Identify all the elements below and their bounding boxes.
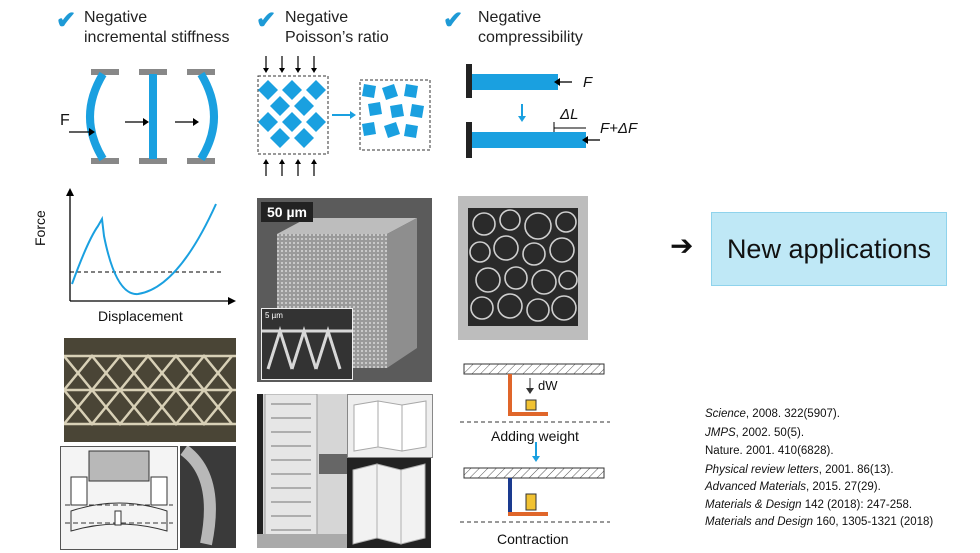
compressibility-diagram — [466, 64, 600, 158]
reference-item: JMPS, 2002. 50(5). — [705, 427, 805, 439]
printed-block-top — [347, 394, 433, 458]
arrow-right-icon: ➔ — [670, 230, 694, 261]
foam-micrograph — [458, 196, 588, 340]
force-bottom-label: F+ΔF — [600, 120, 638, 137]
reference-item: Physical review letters, 2001. 86(13). — [705, 464, 894, 476]
heading-stiffness: Negative incremental stiffness — [84, 8, 230, 48]
heading-line2: incremental stiffness — [84, 29, 230, 46]
lattice-photo — [64, 338, 236, 442]
checkmark-icon: ✔ — [443, 7, 464, 34]
displacement-axis-label: Displacement — [98, 308, 183, 324]
checkmark-icon: ✔ — [56, 7, 77, 34]
reference-item: Nature. 2001. 410(6828). — [705, 445, 834, 457]
heading-line2: compressibility — [478, 29, 583, 46]
buckling-beams-diagram — [69, 69, 218, 164]
contraction-caption: Contraction — [497, 531, 569, 547]
delta-l-label: ΔL — [560, 106, 579, 123]
new-applications-box: New applications — [711, 212, 947, 286]
reference-item: Advanced Materials, 2015. 27(29). — [705, 481, 881, 493]
scale-bar-main-label: 50 µm — [267, 204, 307, 220]
heading-line1: Negative — [478, 9, 542, 26]
reference-item: Science, 2008. 322(5907). — [705, 408, 840, 420]
heading-poisson: Negative Poisson’s ratio — [285, 8, 389, 48]
scale-bar-inset-label: 5 µm — [265, 311, 283, 320]
force-label: F — [60, 112, 70, 129]
heading-compressibility: Negative compressibility — [478, 8, 583, 48]
checkmark-icon: ✔ — [256, 7, 277, 34]
auxetic-pattern-diagram — [257, 56, 431, 176]
heading-line2: Poisson’s ratio — [285, 29, 389, 46]
scale-bar-main: 50 µm — [261, 202, 313, 222]
sem-inset: 5 µm — [261, 308, 353, 380]
weight-diagram — [460, 363, 610, 523]
force-top-label: F — [583, 74, 593, 91]
new-applications-label: New applications — [726, 233, 932, 264]
force-axis-label: Force — [32, 210, 48, 246]
reference-item: Materials and Design 160, 1305-1321 (201… — [705, 516, 934, 528]
printed-block-bottom — [347, 458, 431, 548]
heading-line1: Negative — [84, 9, 148, 26]
specimen-photo — [257, 394, 347, 548]
heading-line1: Negative — [285, 9, 349, 26]
dw-label: dW — [538, 378, 558, 393]
sem-lattice-image: 50 µm 5 µm — [257, 198, 432, 382]
adding-weight-caption: Adding weight — [491, 428, 579, 444]
force-displacement-plot — [66, 188, 236, 305]
bent-strip-photo — [180, 446, 236, 548]
mechanism-drawing — [60, 446, 178, 550]
reference-item: Materials & Design 142 (2018): 247-258. — [705, 499, 913, 511]
